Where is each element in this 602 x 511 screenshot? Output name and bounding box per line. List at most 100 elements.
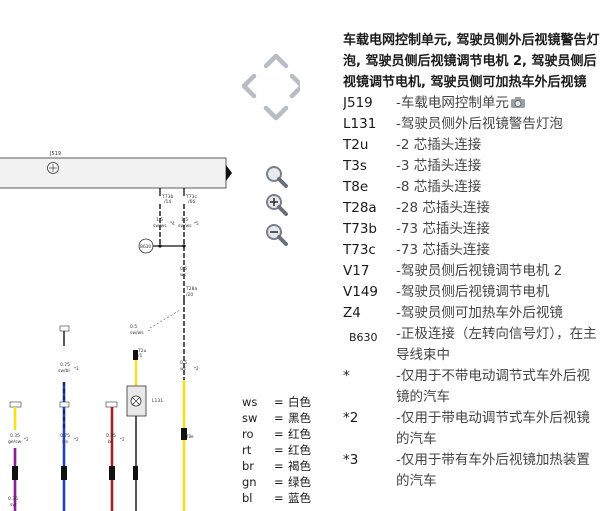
part-description: -驾驶员侧外后视镜警告灯泡 (396, 114, 602, 135)
part-description-text: -车载电网控制单元 (396, 95, 509, 111)
part-code: T8e (343, 179, 369, 195)
wire-note-label: *2 (24, 437, 29, 442)
wire-color-label: ge/sw (8, 439, 21, 445)
legend-row: bl = 蓝色 (242, 490, 342, 506)
legend-val: 蓝色 (288, 491, 311, 505)
wire-color-label: sw/ws (153, 223, 167, 229)
wiring-diagram: J519 T73b /14 T73c /66 1.5 sw/ws *4 1.5 … (0, 151, 232, 511)
part-row: * -仅用于不带电动调节式车外后视镜的汽车 (343, 366, 602, 408)
part-description-text: -2 芯插头连接 (396, 137, 482, 153)
view-controls (236, 44, 305, 254)
part-code: T73c (343, 242, 376, 258)
b630-label: B630 (140, 244, 151, 250)
part-code: *2 (343, 410, 359, 426)
magnifier-icon[interactable] (266, 166, 288, 188)
part-row: T8e -8 芯插头连接 (343, 177, 602, 198)
part-description: -车载电网控制单元 (396, 93, 602, 114)
legend-code: gn (242, 475, 257, 489)
part-code: B630 (349, 331, 378, 344)
part-description: -8 芯插头连接 (396, 177, 602, 198)
t28a-pin: /20 (186, 292, 193, 298)
wire-gauge-label: 1.5 (181, 217, 188, 223)
part-description-text: -仅用于带有车外后视镜加热装置的汽车 (396, 452, 590, 489)
part-code: * (343, 368, 350, 384)
part-row: *2 -仅用于带电动调节式车外后视镜的汽车 (343, 408, 602, 450)
legend-code: rt (242, 443, 252, 457)
part-code: T73b (343, 221, 377, 237)
t73b-label: T73b (161, 194, 173, 200)
part-row: L131 -驾驶员侧外后视镜警告灯泡 (343, 114, 602, 135)
part-description-text: -28 芯插头连接 (396, 200, 490, 216)
part-code: T3s (343, 158, 367, 174)
t73c-pin: /66 (188, 199, 195, 205)
part-description: -73 芯插头连接 (396, 240, 602, 261)
part-row: T28a-28 芯插头连接 (343, 198, 602, 219)
scroll-right-marker (226, 165, 232, 181)
part-row: B630 -正极连接（左转向信号灯），在主导线束中 (343, 324, 602, 366)
legend-eq: = (274, 395, 284, 409)
part-row: V17-驾驶员侧后视镜调节电机 2 (343, 261, 602, 282)
part-row: J519-车载电网控制单元 (343, 93, 602, 114)
legend-code: bl (242, 491, 253, 505)
legend-eq: = (274, 443, 284, 457)
t73b-pin: /14 (164, 199, 171, 205)
wire-color-label: ws (62, 440, 69, 445)
legend-row: ro=红色 (242, 426, 342, 442)
part-description: -73 芯插头连接 (396, 219, 602, 240)
pan-right-icon[interactable] (289, 73, 305, 99)
wire-note-label: * (148, 329, 150, 334)
part-code: V17 (343, 263, 370, 279)
wire-gauge-label: 0.35 (8, 496, 18, 502)
part-code: L131 (343, 116, 377, 132)
zoom-out-icon[interactable] (266, 224, 288, 246)
legend-val: 黑色 (288, 411, 311, 425)
wire-color-label: sw/ws (178, 223, 192, 229)
wire-note-label: *2 (194, 366, 199, 371)
part-row: T3s-3 芯插头连接 (343, 156, 602, 177)
wire-gauge-label: 0.35 (10, 433, 20, 439)
wire-gauge-label: 0.35 (106, 433, 116, 439)
wire-gauge-label: 0.5 (180, 266, 187, 272)
pan-left-icon[interactable] (241, 73, 257, 99)
j519-label: J519 (49, 151, 61, 157)
wire-gauge-label: 0.5 (130, 324, 137, 330)
pan-up-icon[interactable] (263, 53, 289, 69)
pan-down-icon[interactable] (263, 105, 289, 121)
part-description: -驾驶员侧后视镜调节电机 (396, 282, 602, 303)
wire-color-label: sw/bl (58, 368, 70, 374)
t28a-label: T28a (185, 286, 197, 292)
legend-row: rt=红色 (242, 442, 342, 458)
legend-code: ws (242, 395, 258, 409)
part-description: -仅用于带有车外后视镜加热装置的汽车 (396, 450, 602, 492)
part-code: Z4 (343, 305, 361, 321)
wire-note-label: *4 (170, 221, 175, 226)
part-description-text: -仅用于不带电动调节式车外后视镜的汽车 (396, 368, 590, 405)
part-description-text: -73 芯插头连接 (396, 242, 490, 258)
part-description: -2 芯插头连接 (396, 135, 602, 156)
part-description-text: -8 芯插头连接 (396, 179, 482, 195)
legend-code: br (242, 459, 255, 473)
zoom-in-icon[interactable] (266, 194, 288, 216)
l131-label: L131 (152, 398, 163, 404)
legend-row: br=褐色 (242, 458, 342, 474)
info-title: 车载电网控制单元, 驾驶员侧外后视镜警告灯泡, 驾驶员侧后视镜调节电机 2, 驾… (343, 33, 600, 90)
part-description: -仅用于带电动调节式车外后视镜的汽车 (396, 408, 602, 450)
wire-color-label: br (108, 439, 113, 445)
camera-icon[interactable] (510, 95, 526, 109)
part-row: *3-仅用于带有车外后视镜加热装置的汽车 (343, 450, 602, 492)
legend-code: sw (242, 411, 258, 425)
wire-gauge-label: 0.5 (180, 360, 187, 366)
legend-eq: = (274, 427, 284, 441)
wire-gauge-label: 1.5 (156, 217, 163, 223)
wire-color-label: sw (10, 503, 16, 508)
svg-text:T8e: T8e (185, 434, 194, 439)
wire-color-label: ws (180, 367, 187, 372)
part-description: -驾驶员侧可加热车外后视镜 (396, 303, 602, 324)
t2u-label: T2u (137, 348, 147, 354)
legend-val: 白色 (288, 395, 311, 409)
legend-eq: = (274, 491, 284, 505)
component-info-panel: 车载电网控制单元, 驾驶员侧外后视镜警告灯泡, 驾驶员侧后视镜调节电机 2, 驾… (343, 30, 602, 511)
part-description-text: -正极连接（左转向信号灯），在主导线束中 (396, 326, 597, 363)
